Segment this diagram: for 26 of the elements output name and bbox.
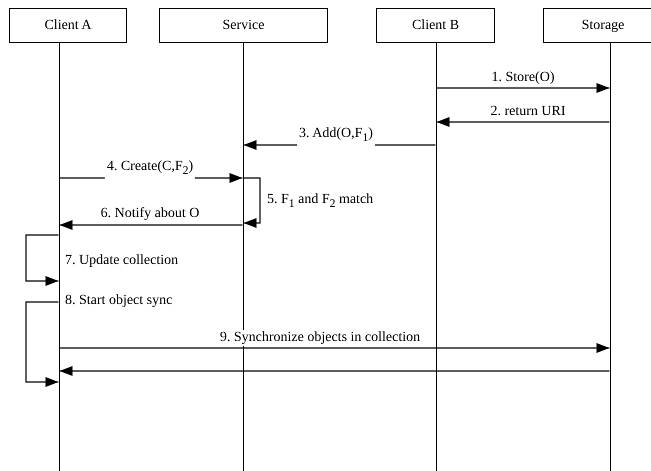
participant-box [376,8,495,43]
edge-label: 1. Store(O) [490,70,556,86]
participant-name: Storage [582,18,624,34]
edge-label: 5. F$_{1}$ and F$_{2}$ match [266,192,374,212]
edge-label: 9. Synchronize objects in collection [218,330,422,346]
edge-label: 7. Update collection [64,253,180,269]
message-arrow [436,83,610,93]
message-arrow [60,343,610,353]
participant-name: Client B [412,18,460,34]
message-arrow [244,177,261,228]
lifeline [58,43,60,471]
edge-label: 8. Start object sync [64,293,174,309]
message-arrow [25,234,58,286]
edge-label: 4. Create(C,F$_{2}$) [104,159,196,179]
lifeline [242,43,244,471]
participant-box [159,8,328,43]
participant-box [9,8,127,43]
edge-label: 3. Add(O,F$_{1}$) [297,126,375,146]
message-arrow [60,220,242,230]
participant-name: Client A [44,18,92,34]
edge-label: 6. Notify about O [98,206,202,222]
participant-name: Service [222,18,264,34]
message-arrow [436,117,610,127]
message-arrow [25,301,58,387]
message-arrow [60,366,610,376]
participant-box [543,8,651,43]
